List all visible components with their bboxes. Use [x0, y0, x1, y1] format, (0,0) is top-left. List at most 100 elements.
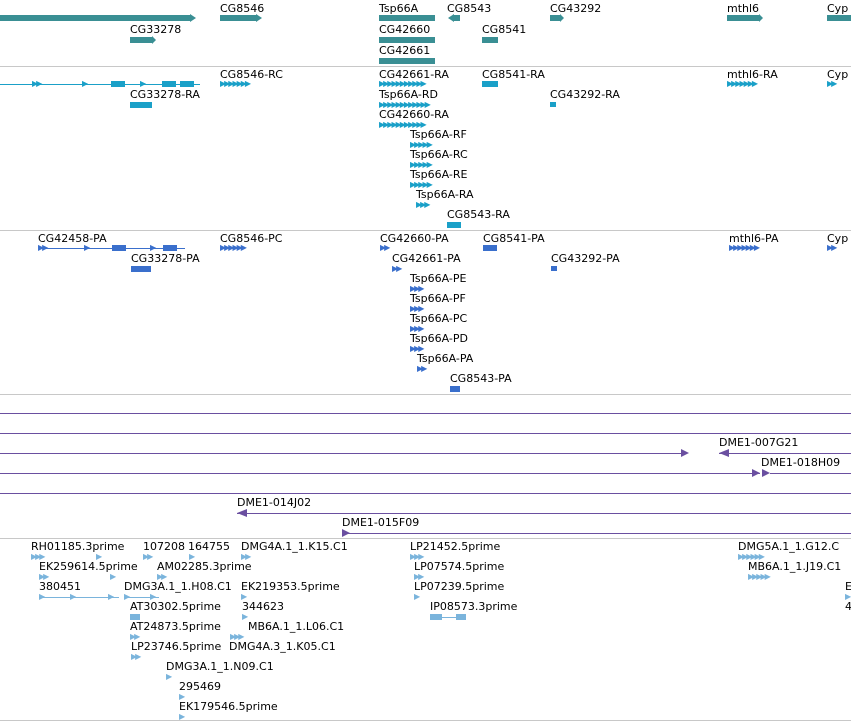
est-glyph: ▶: [150, 592, 156, 601]
exon[interactable]: [450, 386, 460, 392]
exon[interactable]: [131, 266, 151, 272]
clone-line[interactable]: [342, 533, 851, 534]
clone-line[interactable]: [0, 413, 851, 414]
clone-line[interactable]: [237, 513, 851, 514]
gene-feature[interactable]: [827, 15, 851, 21]
track-separator: [0, 720, 851, 721]
exon-glyph: ▶: [150, 243, 156, 252]
gene-label: CG8546: [220, 2, 265, 15]
clone-line[interactable]: [0, 433, 851, 434]
exon[interactable]: [130, 102, 152, 108]
clone-line[interactable]: [0, 493, 851, 494]
gene-feature[interactable]: [727, 15, 759, 21]
est-label: AM02285.3prime: [157, 560, 252, 573]
est-glyph: ▶▶: [131, 652, 141, 661]
exon-glyph: ▶▶▶▶▶▶▶▶▶▶▶: [379, 120, 427, 129]
est-glyph: ▶▶▶▶▶: [748, 572, 771, 581]
exon-glyph: ▶▶▶▶▶▶: [220, 243, 247, 252]
protein-label: Tsp66A-PC: [410, 312, 468, 325]
protein-label: CG8546-PC: [220, 232, 283, 245]
est-label: IP08573.3prime: [430, 600, 518, 613]
est-intron: [124, 597, 159, 598]
clone-line[interactable]: [770, 473, 851, 474]
clone-track: DME1-007G21 DME1-018H09 DME1-014J02 DME1…: [0, 395, 851, 538]
exon[interactable]: [162, 81, 176, 87]
est-exon[interactable]: [430, 614, 442, 620]
transcript-track: ▶▶ ▶ ▶ ▶▶▶▶▶▶▶ ▶▶▶▶▶▶▶▶▶▶▶ ▶▶▶▶▶▶▶ ▶▶ ▶▶…: [0, 67, 851, 230]
gene-feature[interactable]: [482, 37, 498, 43]
est-glyph: ▶: [189, 552, 195, 561]
est-label: AT24873.5prime: [130, 620, 221, 633]
est-label: MB6A.1_1.J19.C1: [748, 560, 842, 573]
est-label: LP07239.5prime: [414, 580, 505, 593]
est-track: RH01185.3prime 107208 164755 DMG4A.1_1.K…: [0, 539, 851, 722]
est-exon[interactable]: [130, 614, 140, 620]
exon-glyph: ▶▶: [32, 79, 42, 88]
gene-feature[interactable]: [550, 15, 560, 21]
clone-end-arrow: [752, 469, 760, 477]
exon-glyph: ▶: [84, 243, 90, 252]
exon[interactable]: [112, 245, 126, 251]
est-exon[interactable]: [456, 614, 466, 620]
exon[interactable]: [483, 245, 497, 251]
exon-glyph: ▶: [140, 79, 146, 88]
clone-line[interactable]: [0, 453, 685, 454]
clone-end-arrow: [237, 509, 247, 517]
exon-glyph: ▶▶: [38, 243, 48, 252]
gene-feature[interactable]: [0, 15, 190, 21]
exon[interactable]: [111, 81, 125, 87]
track-separator: [0, 66, 851, 67]
exon[interactable]: [550, 102, 556, 107]
est-glyph: ▶: [242, 612, 248, 621]
exon[interactable]: [482, 81, 498, 87]
gene-feature[interactable]: [454, 15, 460, 21]
exon[interactable]: [551, 266, 557, 271]
exon[interactable]: [180, 81, 194, 87]
est-glyph: ▶▶▶▶▶▶: [738, 552, 765, 561]
exon[interactable]: [447, 222, 461, 228]
est-glyph: ▶▶: [130, 632, 140, 641]
est-label: EK179546.5prime: [179, 700, 278, 713]
est-label: EK259614.5prime: [39, 560, 138, 573]
clone-line[interactable]: [0, 473, 760, 474]
clone-line[interactable]: [719, 453, 851, 454]
protein-label: CG42660-PA: [380, 232, 449, 245]
protein-label: CG42458-PA: [38, 232, 107, 245]
transcript-label: Cyp: [827, 68, 849, 81]
transcript-label: Tsp66A-RD: [379, 88, 438, 101]
est-glyph: ▶▶: [157, 572, 167, 581]
transcript-label: Tsp66A-RF: [410, 128, 467, 141]
transcript-label: CG8546-RC: [220, 68, 283, 81]
exon[interactable]: [163, 245, 177, 251]
protein-track: ▶▶ ▶ ▶ ▶▶▶▶▶▶ ▶▶ ▶▶▶▶▶▶▶ ▶▶ ▶▶ ▶▶▶ ▶▶▶ ▶…: [0, 231, 851, 394]
protein-label: CG8541-PA: [483, 232, 545, 245]
exon-glyph: ▶▶: [827, 243, 837, 252]
exon-glyph: ▶▶▶: [410, 344, 425, 353]
gene-label: Cyp: [827, 2, 849, 15]
exon-glyph: ▶▶▶▶▶▶▶: [220, 79, 251, 88]
gene-feature[interactable]: [220, 15, 256, 21]
transcript-label: Tsp66A-RC: [410, 148, 468, 161]
est-glyph: ▶: [124, 592, 130, 601]
est-glyph: ▶: [96, 552, 102, 561]
est-label: 107208: [143, 540, 185, 553]
est-label: EK219353.5prime: [241, 580, 340, 593]
est-glyph: ▶: [70, 592, 76, 601]
gene-arrow: [190, 14, 196, 22]
est-intron: [39, 597, 119, 598]
transcript-label: Tsp66A-RE: [410, 168, 468, 181]
est-glyph: ▶: [179, 712, 185, 721]
gene-feature[interactable]: [379, 37, 435, 43]
clone-label: DME1-015F09: [342, 516, 420, 529]
est-glyph: ▶▶▶: [410, 552, 425, 561]
clone-end-arrow: [719, 449, 729, 457]
est-label: AT30302.5prime: [130, 600, 221, 613]
protein-label: Tsp66A-PA: [417, 352, 474, 365]
gene-feature[interactable]: [379, 15, 435, 21]
gene-feature[interactable]: [130, 37, 152, 43]
protein-label: Tsp66A-PD: [410, 332, 468, 345]
gene-arrow: [560, 14, 564, 22]
clone-label: DME1-014J02: [237, 496, 312, 509]
est-label: DMG4A.1_1.K15.C1: [241, 540, 348, 553]
gene-feature[interactable]: [379, 58, 435, 64]
